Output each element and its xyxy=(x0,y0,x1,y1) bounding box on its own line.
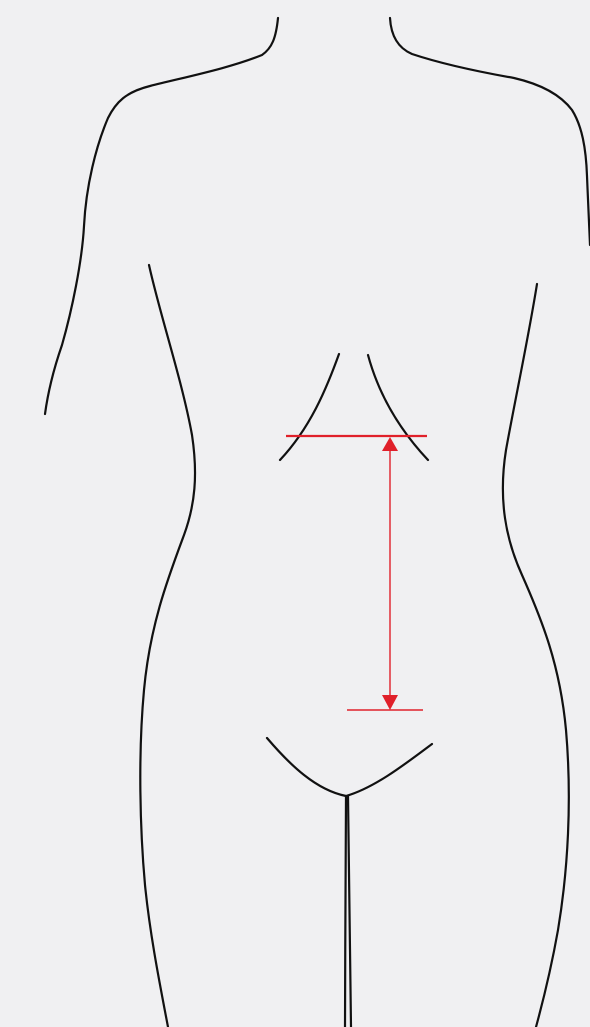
right-inner-leg-outline xyxy=(348,796,351,1027)
right-rib-curve xyxy=(368,355,428,460)
left-rib-curve xyxy=(280,354,339,460)
left-neck-shoulder-outline xyxy=(45,18,278,414)
down-arrow-icon xyxy=(382,695,398,710)
up-arrow-icon xyxy=(382,437,398,451)
right-torso-side-outline xyxy=(503,284,569,1027)
right-neck-shoulder-outline xyxy=(390,18,590,245)
left-inner-leg-outline xyxy=(345,796,346,1027)
pelvis-curve xyxy=(267,738,432,796)
measurement-indicator xyxy=(286,436,427,710)
left-torso-side-outline xyxy=(140,265,195,1027)
body-outline xyxy=(45,18,590,1027)
